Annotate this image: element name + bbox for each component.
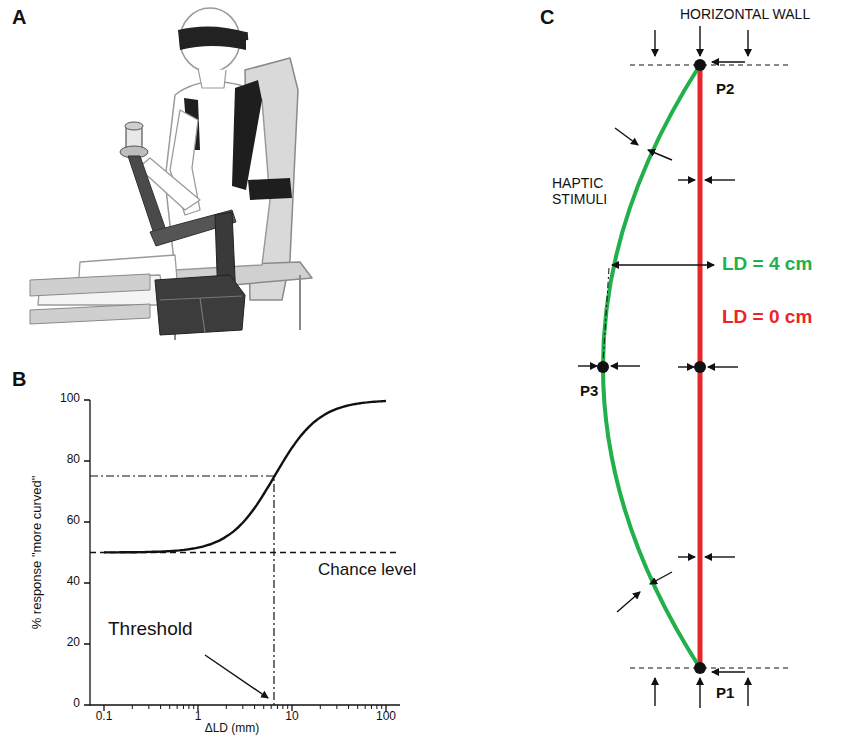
- minor-tick: [177, 705, 178, 709]
- ld-label: LD = 0 cm: [722, 306, 812, 328]
- subject-illustration: [30, 8, 312, 340]
- minor-tick: [188, 705, 189, 709]
- minor-tick: [193, 705, 194, 709]
- axis-label: % response "more curved": [31, 475, 46, 629]
- minor-ticks: [132, 705, 381, 709]
- point-label: P3: [580, 382, 598, 399]
- ld-guide: [603, 268, 609, 362]
- minor-tick: [357, 705, 358, 709]
- panel-letter: B: [12, 368, 26, 391]
- tick-label: 80: [67, 453, 80, 467]
- threshold-lines: [90, 476, 274, 705]
- wall-label: HORIZONTAL WALL: [680, 6, 810, 22]
- minor-tick: [371, 705, 372, 709]
- minor-tick: [132, 705, 133, 709]
- minor-tick: [381, 705, 382, 709]
- tick-label: 100: [376, 710, 396, 724]
- minor-tick: [183, 705, 184, 709]
- panel-letter: C: [540, 6, 554, 29]
- psychometric-curve: [104, 401, 386, 552]
- stimuli-label: HAPTIC STIMULI: [552, 175, 632, 207]
- ld-label: LD = 4 cm: [722, 253, 812, 275]
- curved-stimulus: [603, 65, 700, 668]
- minor-tick: [148, 705, 149, 709]
- minor-tick: [277, 705, 278, 709]
- minor-tick: [242, 705, 243, 709]
- tick-label: 0: [73, 697, 80, 711]
- ld-dimension: [612, 264, 714, 265]
- tick-label: 100: [60, 392, 80, 406]
- axis-label: ΔLD (mm): [205, 722, 260, 736]
- point-label: P1: [716, 684, 734, 701]
- minor-tick: [348, 705, 349, 709]
- tick-label: 1: [195, 710, 202, 724]
- minor-tick: [160, 705, 161, 709]
- contact-points: [597, 59, 706, 674]
- chance-label: Chance level: [318, 560, 416, 580]
- minor-tick: [376, 705, 377, 709]
- minor-tick: [271, 705, 272, 709]
- tick-label: 10: [285, 710, 298, 724]
- minor-tick: [263, 705, 264, 709]
- minor-tick: [169, 705, 170, 709]
- wall-lines: [630, 65, 790, 668]
- threshold-arrow: [205, 655, 268, 698]
- panel-letter: A: [12, 6, 26, 29]
- tick-label: 40: [67, 575, 80, 589]
- minor-tick: [365, 705, 366, 709]
- minor-tick: [287, 705, 288, 709]
- minor-tick: [254, 705, 255, 709]
- minor-tick: [320, 705, 321, 709]
- chart-axes: [84, 400, 400, 711]
- tick-label: 0.1: [96, 710, 113, 724]
- tick-label: 20: [67, 636, 80, 650]
- threshold-label: Threshold: [108, 618, 193, 640]
- minor-tick: [226, 705, 227, 709]
- minor-tick: [282, 705, 283, 709]
- haptic-arrows: [578, 26, 748, 708]
- point-label: P2: [716, 80, 734, 97]
- tick-label: 60: [67, 514, 80, 528]
- minor-tick: [336, 705, 337, 709]
